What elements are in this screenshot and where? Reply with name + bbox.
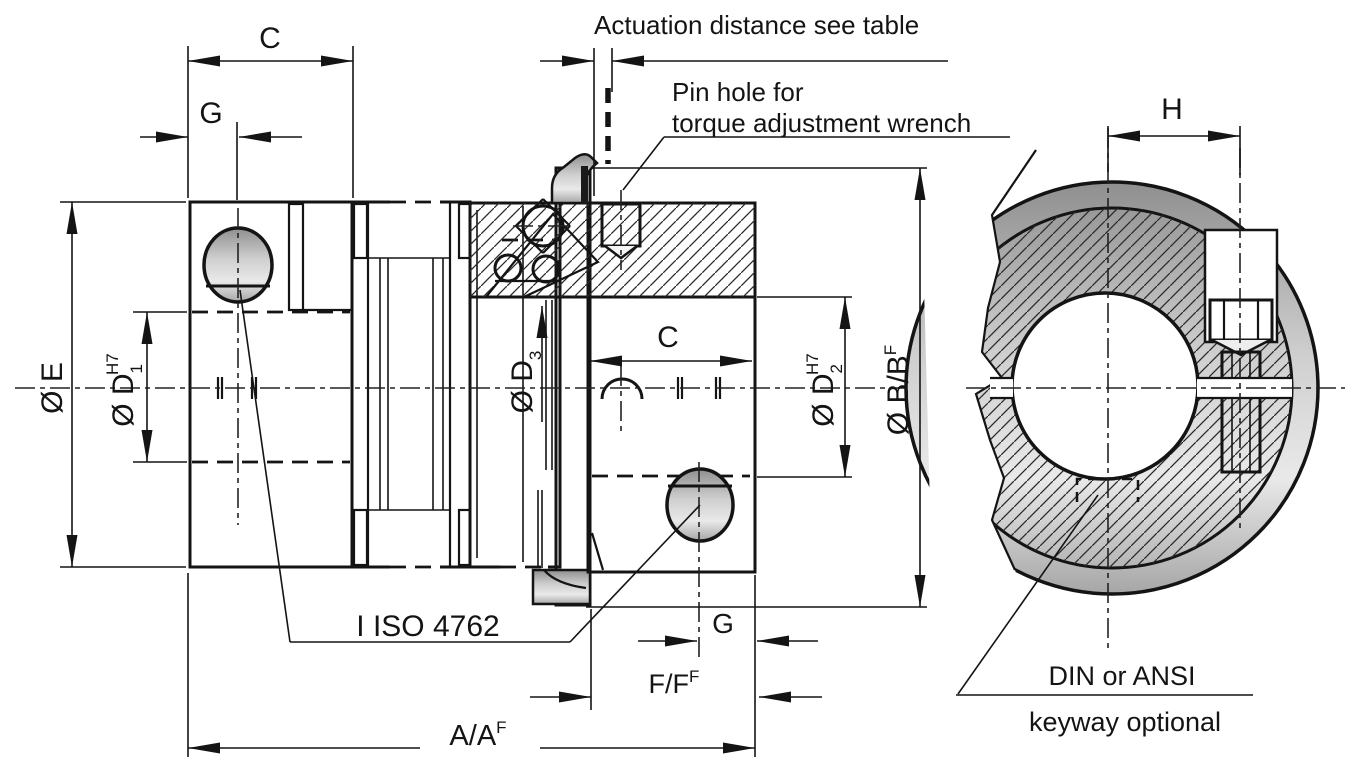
dim-b: Ø B/BF: [586, 167, 927, 608]
dim-f: F/FF: [530, 609, 822, 710]
dim-label-d2: Ø D2H7: [803, 353, 846, 427]
front-section-view: [15, 153, 940, 658]
dim-h: H: [1107, 93, 1241, 175]
dim-d2: Ø D2H7: [757, 296, 852, 478]
dim-label-d1: Ø D1H7: [103, 353, 146, 427]
dim-label-h: H: [1161, 93, 1183, 126]
dim-c-hub: C: [590, 321, 752, 367]
dim-g-top: G: [140, 97, 302, 200]
dim-label-g-bottom: G: [712, 608, 734, 639]
note-pin-hole: Pin hole for torque adjustment wrench: [622, 77, 1010, 191]
note-keyway-line1: DIN or ANSI: [1048, 661, 1195, 691]
ring-slits: [990, 376, 1292, 400]
note-keyway: DIN or ANSI keyway optional: [956, 494, 1253, 737]
dim-e: Ø E: [36, 201, 186, 568]
dim-label-e: Ø E: [36, 362, 69, 414]
housing-section: [468, 153, 757, 299]
dim-label-c-hub: C: [657, 321, 679, 354]
actuation-pin: [581, 166, 588, 204]
dim-a: A/AF: [187, 573, 755, 757]
clamp-slit: [287, 202, 305, 312]
dim-label-a: A/AF: [449, 718, 506, 752]
left-hub: [188, 200, 354, 569]
dim-actuation: Actuation distance see table: [540, 10, 948, 196]
bore: [1010, 291, 1200, 481]
dim-label-c-top: C: [259, 22, 281, 55]
flange-disc: [531, 166, 592, 607]
end-view-screw: [1203, 228, 1279, 474]
bellows: [350, 199, 472, 570]
dim-label-g-top: G: [199, 97, 222, 130]
dim-label-d3: Ø D3: [506, 351, 545, 414]
end-view: [904, 128, 1345, 690]
dim-label-b: Ø B/BF: [881, 345, 915, 435]
note-pin-hole-line2: torque adjustment wrench: [672, 108, 971, 138]
note-keyway-line2: keyway optional: [1029, 707, 1221, 737]
note-pin-hole-line1: Pin hole for: [672, 77, 804, 107]
bearing-balls: [493, 198, 573, 284]
dim-d3: Ø D3: [506, 306, 548, 422]
note-iso-label: I ISO 4762: [356, 610, 499, 643]
dim-label-f: F/FF: [649, 667, 700, 699]
broken-edge-mask: [920, 140, 1040, 690]
dim-c-top: C: [187, 22, 354, 198]
detent-seat: [600, 377, 644, 400]
dim-g-bottom: G: [638, 575, 818, 757]
note-iso: I ISO 4762: [239, 289, 701, 643]
note-actuation: Actuation distance see table: [594, 10, 919, 40]
dim-d1: Ø D1H7: [103, 311, 187, 463]
